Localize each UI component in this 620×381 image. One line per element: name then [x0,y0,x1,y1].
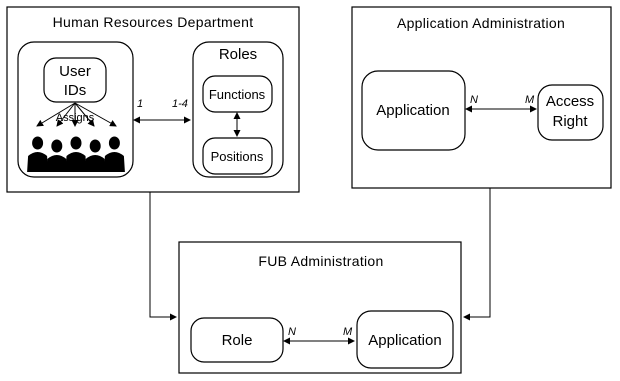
fub-role-multiplicity: N [288,326,296,338]
person-silhouette [46,139,68,172]
fub-application-multiplicity: M [343,326,353,338]
roles-multiplicity: 1-4 [172,98,188,110]
fub-administration-container: FUB Administration Role N M Application [178,241,462,374]
fub-role-label: Role [222,332,253,349]
functions-node: Functions [202,75,273,113]
functions-label: Functions [209,87,266,102]
application-administration-container: Application Administration Application N… [351,6,612,189]
access-right-node: Access Right [537,84,604,141]
access-right-label-line2: Right [552,113,588,130]
application-label: Application [376,102,449,119]
access-right-multiplicity: M [525,94,535,106]
user-group-silhouettes [27,136,125,172]
users-multiplicity: 1 [137,98,143,110]
positions-node: Positions [202,137,273,175]
roles-title: Roles [219,46,257,63]
person-silhouette [65,136,87,172]
user-ids-label-line1: User [59,63,91,80]
fub-role-node: Role [190,317,284,363]
fub-application-label: Application [368,332,441,349]
assigns-label: Assigns [56,112,95,124]
application-node: Application [361,70,466,151]
assigns-arrows [36,102,117,127]
fub-application-node: Application [356,310,454,369]
hr-to-fub-connector [149,192,177,321]
access-right-label-line1: Access [546,93,594,110]
user-ids-node: User IDs [43,57,107,103]
user-ids-label-line2: IDs [64,82,87,99]
application-administration-title: Application Administration [397,15,565,31]
person-silhouette [103,136,125,172]
fub-administration-title: FUB Administration [258,253,383,269]
positions-label: Positions [211,149,264,164]
appadmin-to-fub-connector [463,188,491,321]
application-multiplicity: N [470,94,478,106]
person-silhouette [27,136,49,172]
hr-department-title: Human Resources Department [53,14,254,30]
hr-department-container: Human Resources Department User IDs Assi… [6,6,300,193]
person-silhouette [84,139,106,172]
